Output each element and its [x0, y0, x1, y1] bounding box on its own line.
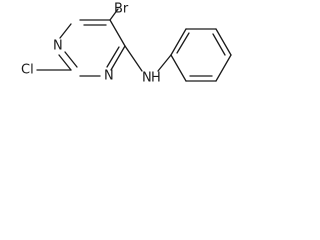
atom-chlorine: Cl [21, 63, 34, 78]
atom-amine-hydrogen: H [151, 71, 161, 86]
bond-c2-n1 [58, 54, 72, 71]
phenyl-bond-6 [170, 54, 187, 82]
phenyl-bond-3 [215, 28, 232, 56]
bond-c2-n1-inner [64, 51, 78, 68]
bond-c4-nh [124, 45, 143, 72]
phenyl-ring [170, 28, 232, 82]
bond-c4-n3-inner [106, 46, 120, 68]
atom-amine-nitrogen: N [142, 71, 152, 86]
phenyl-bond-3-inner [212, 33, 226, 56]
atom-ring-nitrogen-lower: N [104, 69, 114, 84]
bond-c5-br [109, 8, 119, 21]
pyrimidine-ring [58, 19, 126, 77]
phenyl-bond-1-inner [176, 32, 190, 54]
phenyl-bond-4 [215, 54, 232, 82]
bond-n1-c6 [59, 23, 72, 39]
bond-nh-phenyl [157, 54, 172, 72]
bond-c5-c4 [109, 19, 126, 47]
phenyl-bond-1 [170, 28, 187, 56]
atom-ring-nitrogen-upper: N [53, 39, 63, 54]
bond-c4-n3 [110, 45, 126, 71]
chemical-structure: Br Cl N N N H [21, 2, 232, 86]
atom-bromine: Br [114, 2, 129, 17]
